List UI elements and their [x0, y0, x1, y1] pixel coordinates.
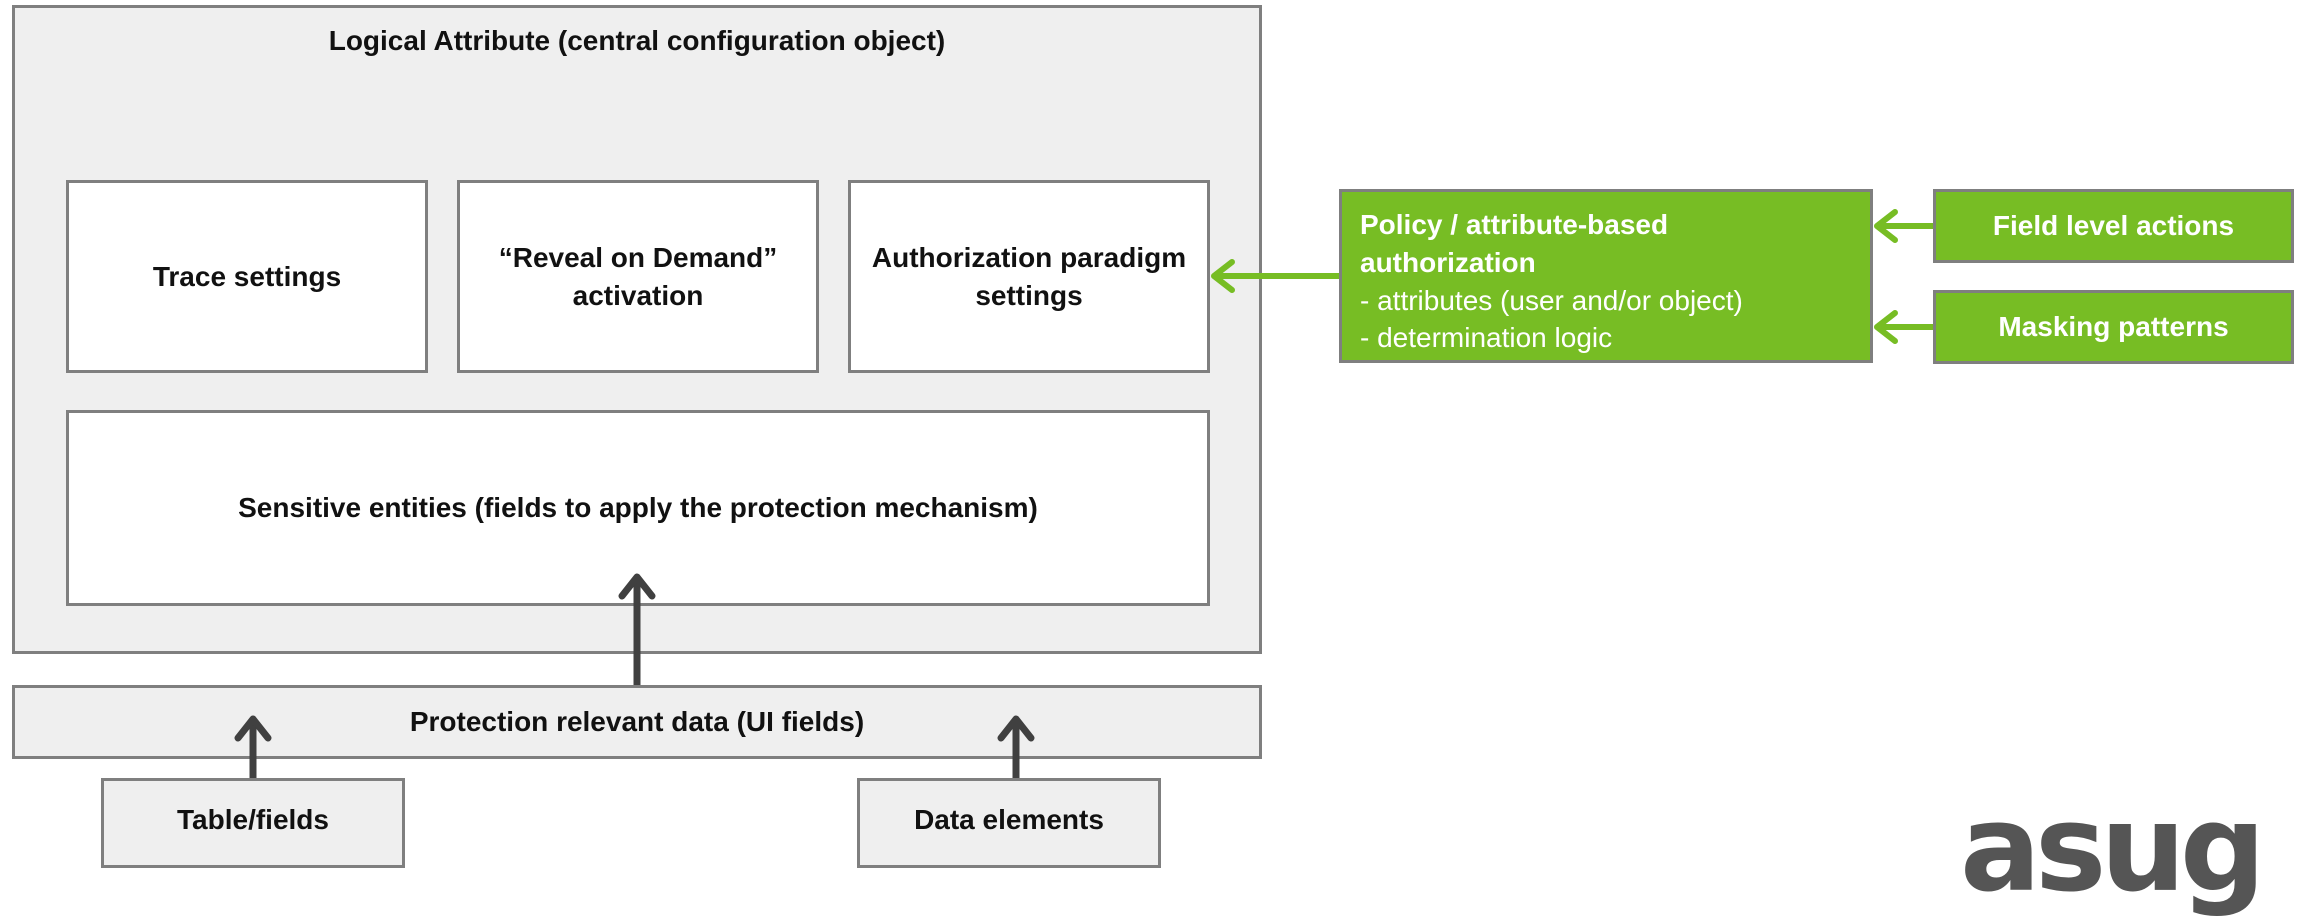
sensitive-entities-label: Sensitive entities (fields to apply the …: [238, 492, 1038, 524]
trace-settings-label: Trace settings: [152, 260, 342, 292]
authorization-paradigm-box: Authorization paradigm settings: [848, 180, 1210, 373]
arrow-masking-to-policy: [1874, 310, 1933, 344]
policy-title-line2: authorization: [1360, 246, 1536, 278]
table-fields-box: Table/fields: [101, 778, 405, 868]
authorization-paradigm-line1: Authorization paradigm: [871, 241, 1187, 273]
authorization-paradigm-line2: settings: [975, 279, 1083, 311]
table-fields-label: Table/fields: [177, 804, 329, 835]
protection-data-box: Protection relevant data (UI fields): [12, 685, 1262, 759]
data-elements-box: Data elements: [857, 778, 1161, 868]
field-level-actions-label: Field level actions: [1992, 210, 2235, 242]
protection-data-label: Protection relevant data (UI fields): [409, 706, 865, 738]
reveal-on-demand-label: “Reveal on Demand” activation: [499, 239, 778, 315]
masking-patterns-box: Masking patterns: [1933, 290, 2294, 364]
masking-patterns-label: Masking patterns: [1998, 311, 2229, 343]
reveal-on-demand-line2: activation: [572, 279, 704, 311]
field-level-actions-box: Field level actions: [1933, 189, 2294, 263]
data-elements-label: Data elements: [914, 804, 1104, 835]
asug-logo: asug: [1960, 780, 2266, 919]
trace-settings-box: Trace settings: [66, 180, 428, 373]
policy-title-line1: Policy / attribute-based: [1360, 209, 1669, 240]
sensitive-entities-box: Sensitive entities (fields to apply the …: [66, 410, 1210, 606]
policy-bullet-attributes: - attributes (user and/or object): [1360, 284, 1743, 316]
arrow-field-actions-to-policy: [1874, 209, 1933, 243]
policy-box: Policy / attribute-based authorization -…: [1339, 189, 1873, 363]
logical-attribute-title: Logical Attribute (central configuration…: [328, 25, 946, 56]
reveal-on-demand-box: “Reveal on Demand” activation: [457, 180, 819, 373]
reveal-on-demand-line1: “Reveal on Demand”: [498, 241, 778, 273]
authorization-paradigm-label: Authorization paradigm settings: [872, 239, 1186, 315]
policy-bullet-determination: - determination logic: [1360, 322, 1613, 354]
